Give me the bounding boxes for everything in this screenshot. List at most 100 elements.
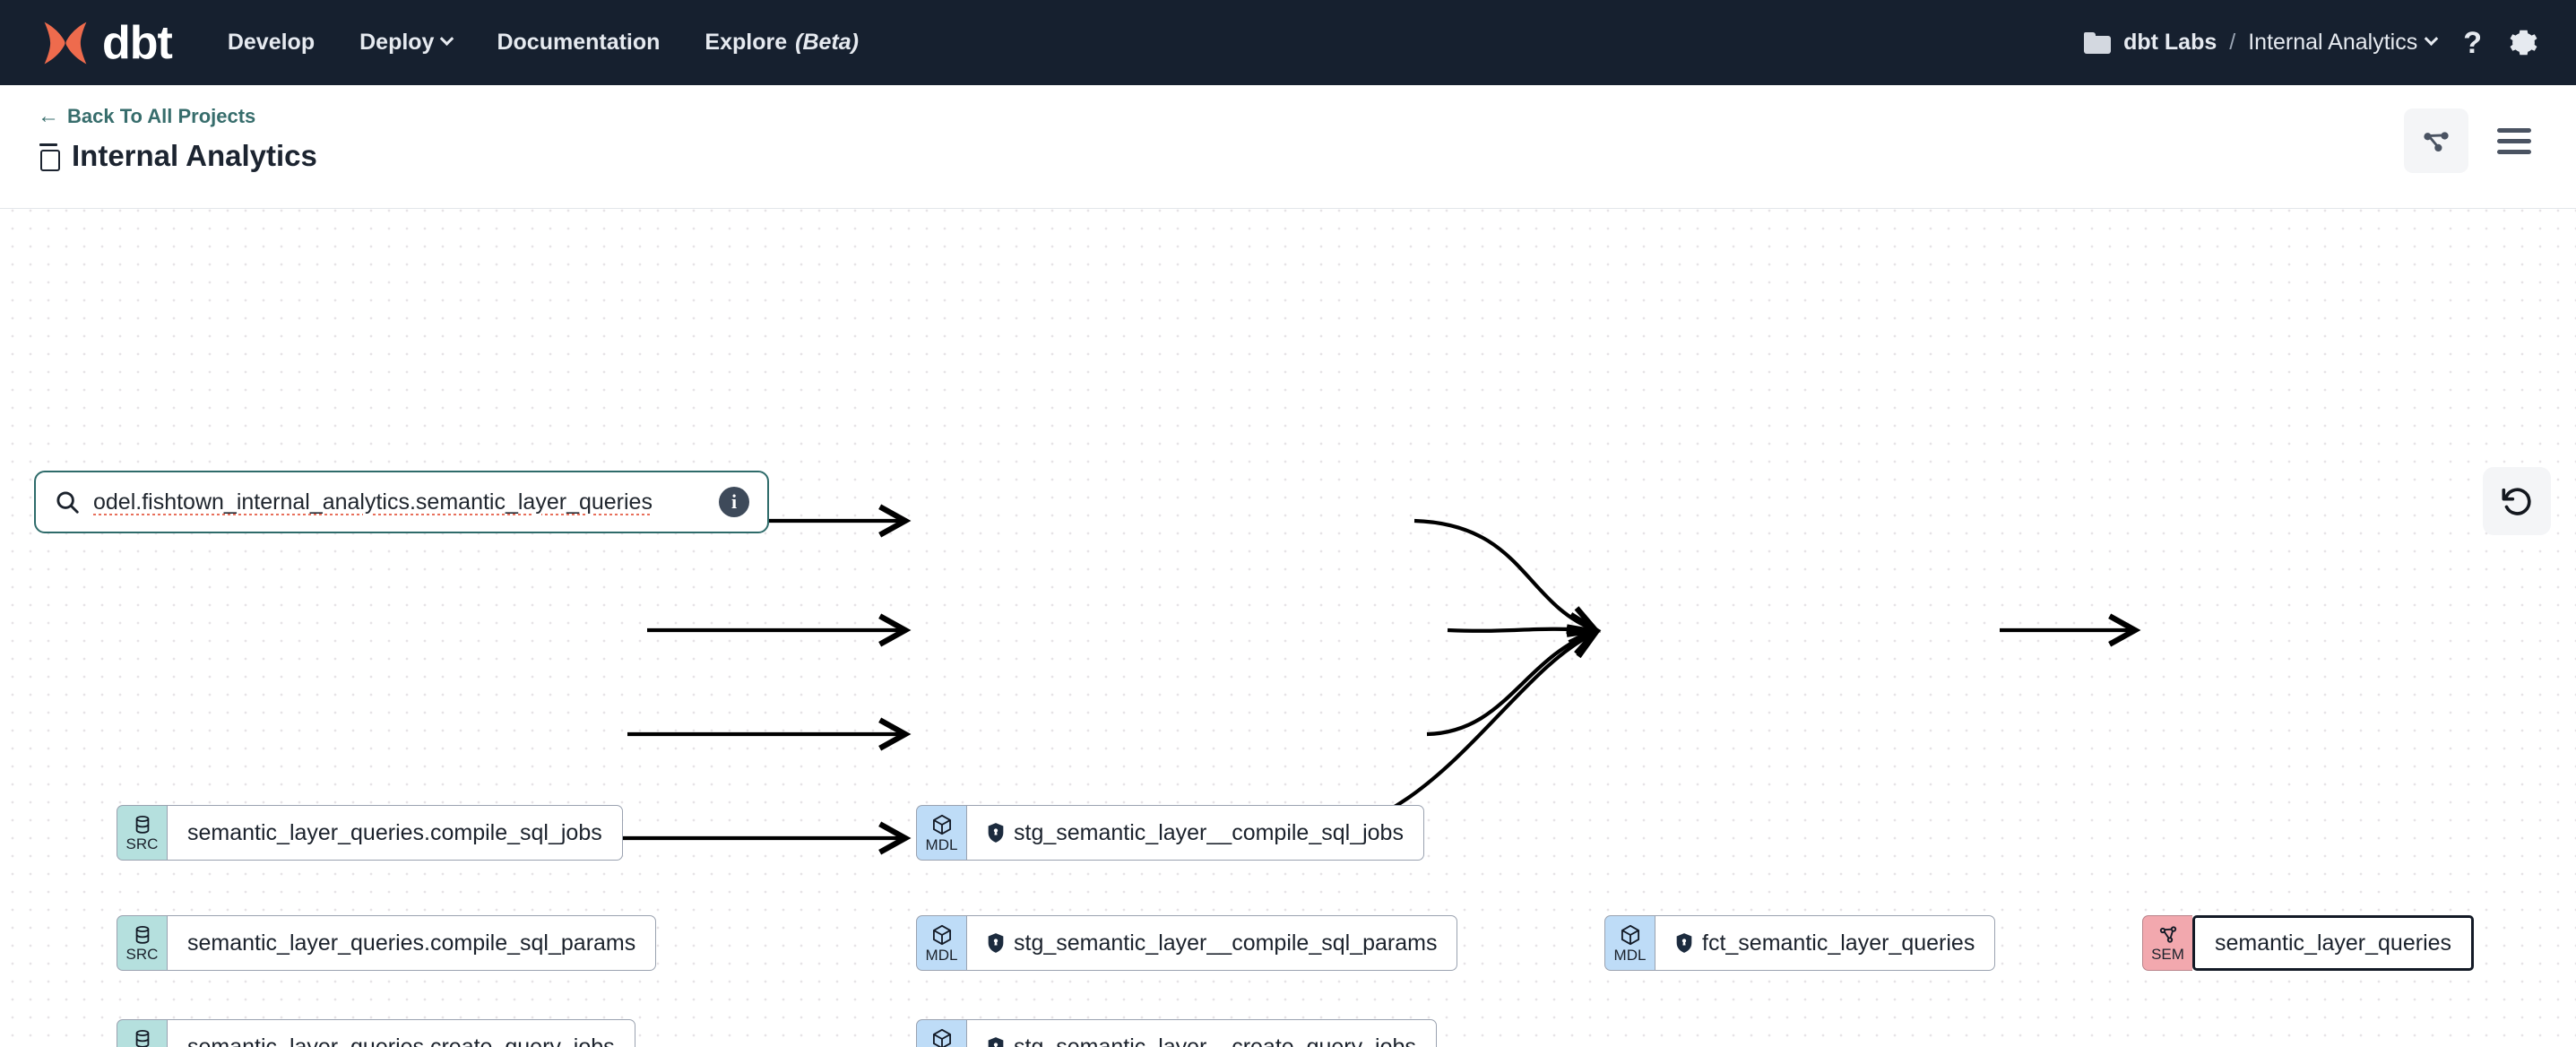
subheader-left: ← Back To All Projects Internal Analytic… (38, 105, 317, 173)
page-title: Internal Analytics (38, 139, 317, 173)
node-body: fct_semantic_layer_queries (1655, 915, 1995, 971)
semantic-graph-icon (2157, 924, 2180, 946)
shield-check-icon (1675, 932, 1693, 954)
node-label: stg_semantic_layer__compile_sql_params (1014, 930, 1437, 956)
dbt-logo[interactable]: dbt (38, 16, 172, 70)
node-body: semantic_layer_queries (2192, 915, 2474, 971)
nav-right-cluster: dbt Labs / Internal Analytics ? (2084, 28, 2538, 58)
node-kind-label: SRC (126, 947, 159, 962)
lineage-node-src[interactable]: SRC semantic_layer_queries.compile_sql_j… (117, 805, 623, 861)
cube-icon (930, 1027, 954, 1047)
node-body: semantic_layer_queries.compile_sql_param… (167, 915, 656, 971)
nav-item-develop-label: Develop (228, 30, 315, 56)
node-kind-badge-mdl: MDL (1604, 915, 1655, 971)
node-body: stg_semantic_layer__compile_sql_params (966, 915, 1457, 971)
shield-check-icon (987, 1036, 1005, 1047)
gear-icon (2509, 28, 2538, 57)
node-label: semantic_layer_queries.compile_sql_jobs (187, 820, 602, 846)
nav-item-documentation[interactable]: Documentation (497, 30, 660, 56)
breadcrumb-org[interactable]: dbt Labs (2123, 30, 2217, 56)
search-input[interactable]: odel.fishtown_internal_analytics.semanti… (93, 489, 706, 515)
lineage-node-sem-selected[interactable]: SEM semantic_layer_queries (2142, 915, 2474, 971)
node-kind-badge-src: SRC (117, 1019, 167, 1047)
node-body: semantic_layer_queries.compile_sql_jobs (167, 805, 623, 861)
node-kind-badge-sem: SEM (2142, 915, 2192, 971)
lineage-node-src[interactable]: SRC semantic_layer_queries.create_query_… (117, 1019, 635, 1047)
reset-view-button[interactable] (2483, 467, 2551, 535)
lineage-node-mdl[interactable]: MDL stg_semantic_layer__compile_sql_jobs (916, 805, 1424, 861)
back-to-all-projects-link[interactable]: ← Back To All Projects (38, 105, 317, 128)
lineage-node-fct[interactable]: MDL fct_semantic_layer_queries (1604, 915, 1995, 971)
menu-button[interactable] (2490, 121, 2538, 161)
node-kind-label: MDL (1614, 947, 1647, 963)
project-subheader: ← Back To All Projects Internal Analytic… (0, 85, 2576, 209)
chevron-down-icon (440, 31, 454, 46)
reset-rotate-left-icon (2499, 483, 2535, 519)
nav-item-documentation-label: Documentation (497, 30, 660, 56)
node-label: stg_semantic_layer__create_query_jobs (1014, 1034, 1416, 1047)
share-nodes-icon (2419, 124, 2453, 158)
node-kind-badge-mdl: MDL (916, 915, 966, 971)
share-lineage-button[interactable] (2404, 108, 2468, 173)
hamburger-menu-icon-bar (2497, 128, 2531, 133)
subheader-actions (2404, 105, 2538, 173)
node-body: stg_semantic_layer__create_query_jobs (966, 1019, 1437, 1047)
node-kind-label: MDL (926, 947, 958, 963)
nav-item-deploy[interactable]: Deploy (359, 30, 452, 56)
node-body: stg_semantic_layer__compile_sql_jobs (966, 805, 1424, 861)
node-label: semantic_layer_queries (2215, 930, 2451, 956)
search-bar[interactable]: odel.fishtown_internal_analytics.semanti… (34, 471, 769, 533)
node-kind-label: SEM (2151, 947, 2184, 962)
cube-icon (930, 923, 954, 947)
top-navigation-bar: dbt Develop Deploy Documentation Explore… (0, 0, 2576, 85)
dbt-wordmark: dbt (102, 20, 172, 66)
edge-mdl-to-fct (1448, 629, 1595, 631)
nav-item-deploy-label: Deploy (359, 30, 434, 56)
primary-nav-links: Develop Deploy Documentation Explore (Be… (228, 30, 859, 56)
node-kind-badge-src: SRC (117, 805, 167, 861)
nav-item-explore-label: Explore (705, 30, 787, 56)
back-to-all-projects-label: Back To All Projects (67, 105, 255, 128)
lineage-node-mdl[interactable]: MDL stg_semantic_layer__compile_sql_para… (916, 915, 1457, 971)
database-cylinder-icon (132, 924, 153, 946)
info-icon[interactable]: i (719, 487, 749, 517)
breadcrumb-separator: / (2229, 30, 2235, 56)
node-kind-badge-mdl: MDL (916, 805, 966, 861)
cube-icon (1619, 923, 1642, 947)
settings-button[interactable] (2509, 28, 2538, 57)
shield-check-icon (987, 822, 1005, 844)
nav-item-develop[interactable]: Develop (228, 30, 315, 56)
page-title-label: Internal Analytics (72, 139, 317, 173)
project-jar-icon (38, 143, 59, 169)
nav-item-explore[interactable]: Explore (Beta) (705, 30, 859, 56)
help-button[interactable]: ? (2463, 28, 2482, 58)
breadcrumb: dbt Labs / Internal Analytics (2084, 30, 2436, 56)
arrow-left-icon: ← (38, 106, 59, 127)
search-icon (54, 489, 81, 515)
edge-group (488, 521, 2135, 838)
dbt-logo-icon (38, 16, 93, 70)
node-label: stg_semantic_layer__compile_sql_jobs (1014, 820, 1404, 846)
question-mark-icon: ? (2463, 28, 2482, 58)
node-kind-badge-mdl: MDL (916, 1019, 966, 1047)
node-label: semantic_layer_queries.create_query_jobs (187, 1034, 615, 1047)
cube-icon (930, 813, 954, 836)
node-kind-label: SRC (126, 836, 159, 852)
node-kind-badge-src: SRC (117, 915, 167, 971)
breadcrumb-project[interactable]: Internal Analytics (2248, 30, 2436, 56)
node-label: semantic_layer_queries.compile_sql_param… (187, 930, 635, 956)
hamburger-menu-icon-bar (2497, 150, 2531, 154)
folder-icon (2084, 32, 2111, 54)
shield-check-icon (987, 932, 1005, 954)
lineage-node-src[interactable]: SRC semantic_layer_queries.compile_sql_p… (117, 915, 656, 971)
lineage-node-mdl[interactable]: MDL stg_semantic_layer__create_query_job… (916, 1019, 1437, 1047)
database-cylinder-icon (132, 1028, 153, 1047)
hamburger-menu-icon-bar (2497, 139, 2531, 143)
lineage-graph-canvas[interactable]: odel.fishtown_internal_analytics.semanti… (0, 209, 2576, 1047)
database-cylinder-icon (132, 814, 153, 835)
chevron-down-icon (2425, 31, 2439, 46)
node-kind-label: MDL (926, 837, 958, 852)
node-label: fct_semantic_layer_queries (1702, 930, 1975, 956)
nav-item-explore-beta-tag: (Beta) (795, 30, 859, 56)
node-body: semantic_layer_queries.create_query_jobs (167, 1019, 635, 1047)
